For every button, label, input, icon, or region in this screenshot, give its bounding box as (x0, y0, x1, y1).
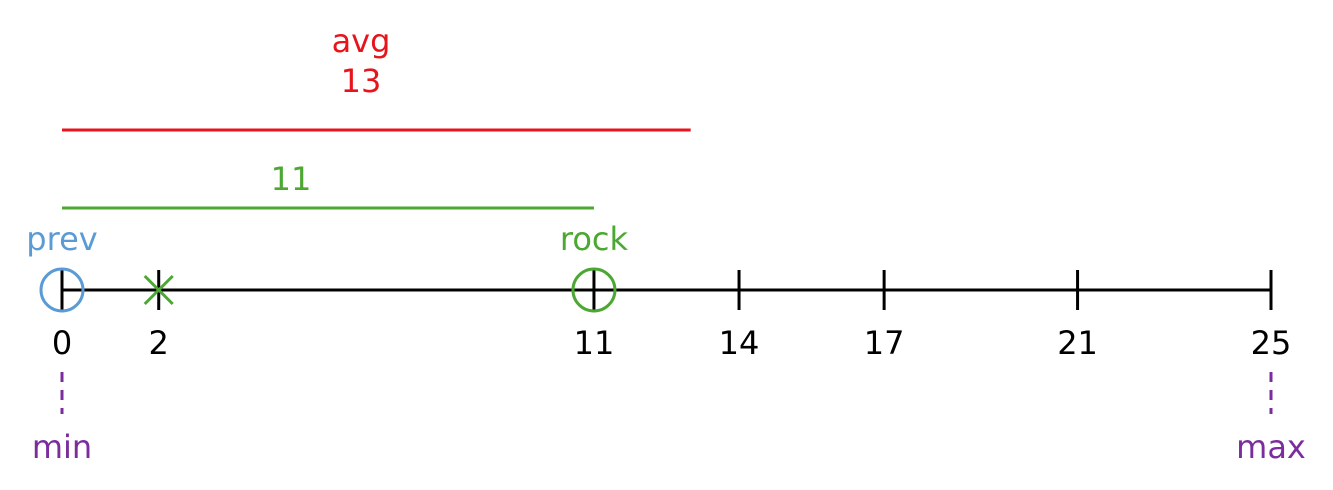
axis-tick-label: 0 (52, 324, 72, 362)
rock-distance-label: 11 (271, 160, 312, 198)
axis-tick-label: 25 (1251, 324, 1292, 362)
rock-marker-label: rock (560, 220, 629, 258)
cross-marker-stroke-b (143, 274, 174, 306)
prev-marker-circle (39, 267, 85, 313)
axis-tick-labels: 0 2 11 14 17 21 25 (52, 324, 1292, 362)
axis-tick-label: 17 (864, 324, 905, 362)
prev-marker-label: prev (26, 220, 97, 258)
min-bound-group: min (32, 372, 92, 466)
rock-marker-group: rock (560, 220, 629, 313)
axis-tick-label: 11 (574, 324, 615, 362)
axis-tick-label: 21 (1057, 324, 1098, 362)
avg-segment-group: avg 13 (62, 22, 691, 132)
max-bound-label: max (1236, 428, 1306, 466)
cross-marker (143, 274, 174, 306)
avg-title: avg (332, 22, 391, 60)
max-bound-group: max (1236, 372, 1306, 466)
axis-tick-label: 2 (149, 324, 169, 362)
rock-marker-circle (571, 267, 617, 313)
avg-value-label: 13 (341, 62, 382, 100)
axis-tick-label: 14 (719, 324, 760, 362)
prev-marker-group: prev (26, 220, 98, 313)
rock-distance-segment-group: 11 (62, 160, 594, 210)
min-bound-label: min (32, 428, 92, 466)
